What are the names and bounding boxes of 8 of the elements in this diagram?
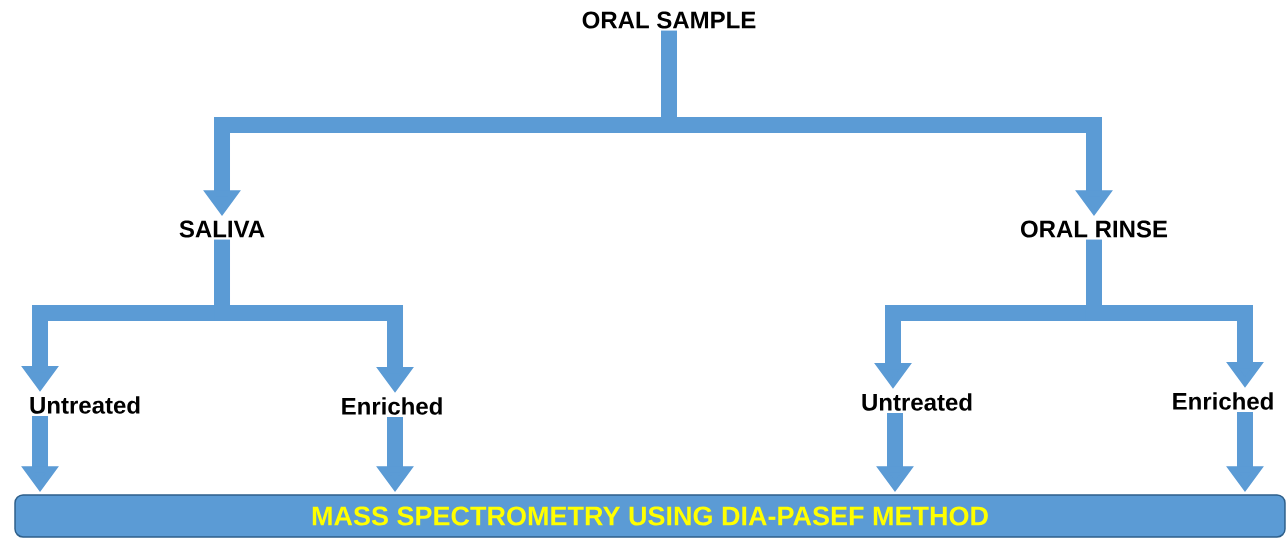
step-label: Enriched [342, 397, 442, 415]
step-label: Enriched [1173, 392, 1273, 410]
step-label: SALIVA [179, 220, 265, 238]
step-label: ORAL RINSE [1021, 220, 1168, 238]
step-label: Untreated [30, 396, 140, 414]
step-label: Untreated [862, 393, 972, 411]
step-label: ORAL SAMPLE [582, 11, 756, 29]
result-box: MASS SPECTROMETRY USING DIA-PASEF METHOD [14, 494, 1286, 538]
